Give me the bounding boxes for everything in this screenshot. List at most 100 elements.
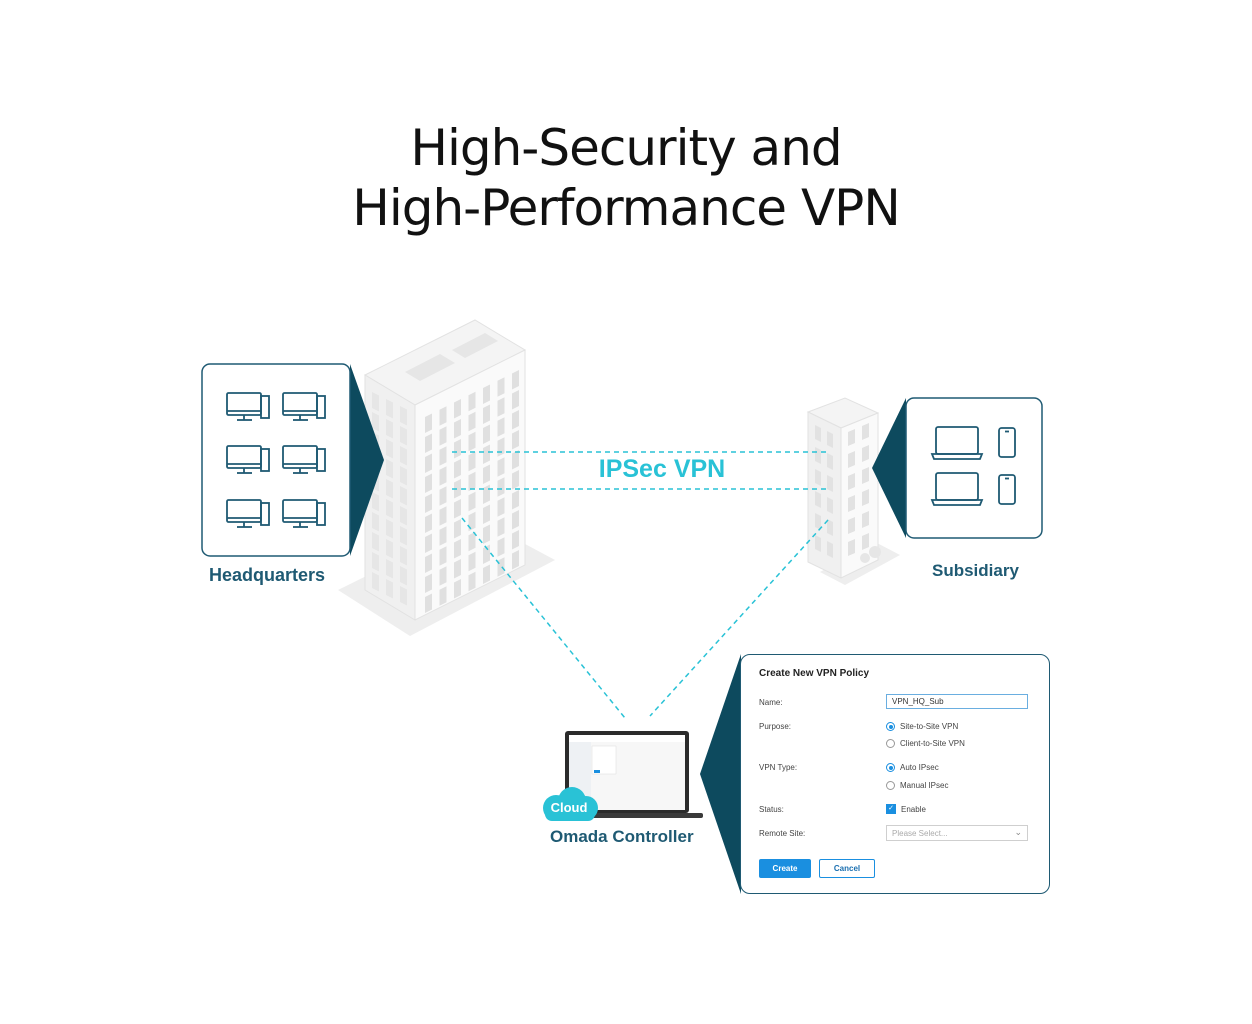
radio-selected-icon[interactable] [886,763,895,772]
building-window [815,469,821,486]
building-window [439,426,447,446]
building-window [512,370,519,390]
building-window [512,550,519,570]
building-window [827,497,833,514]
building-window [497,397,505,417]
purpose-option-client-to-site[interactable]: Client-to-Site VPN [886,739,965,748]
building-window [454,519,461,539]
building-window [400,506,407,526]
building-window [483,384,490,404]
hq-device-panel [201,363,384,557]
checkmark-icon[interactable]: ✓ [886,804,896,814]
building-window [425,453,432,473]
building-window [454,479,461,499]
title-line-2: High-Performance VPN [352,179,900,237]
building-window [439,446,447,466]
building-window [497,477,505,497]
create-button[interactable]: Create [759,859,811,878]
remote-site-label: Remote Site: [759,829,806,838]
form-title: Create New VPN Policy [759,668,870,679]
name-label: Name: [759,698,783,707]
building-window [454,539,461,559]
building-window [372,392,379,412]
building-window [386,519,393,539]
building-window [468,411,476,432]
building-window [848,517,855,534]
purpose-option-site-to-site[interactable]: Site-to-Site VPN [886,722,958,731]
phone-icon [998,427,1016,458]
building-window [372,512,379,532]
building-window [512,490,519,510]
building-window [386,459,393,479]
vpn-type-option-auto[interactable]: Auto IPsec [886,763,939,772]
building-window [848,473,855,490]
building-window [497,537,505,557]
building-window [815,513,821,530]
building-window [827,453,833,470]
radio-unselected-icon[interactable] [886,739,895,748]
building-window [497,497,505,517]
building-window [425,593,432,613]
radio-selected-icon[interactable] [886,722,895,731]
building-window [454,419,461,439]
status-checkbox[interactable]: ✓ Enable [886,804,926,814]
building-window [512,410,519,430]
building-window [425,433,432,453]
building-window [400,446,407,466]
building-window [386,399,393,419]
building-window [386,439,393,459]
building-window [400,406,407,426]
name-input[interactable] [886,694,1028,709]
building-window [468,431,476,452]
building-window [512,530,519,550]
building-window [454,559,461,579]
status-label: Status: [759,805,784,814]
desktop-icon [282,445,326,474]
cancel-button[interactable]: Cancel [819,859,875,878]
building-window [439,546,447,566]
building-window [815,447,821,464]
building-window [454,499,461,519]
chevron-down-icon: ⌄ [1014,827,1022,837]
building-window [848,429,855,446]
building-window [512,510,519,530]
hq-building [363,319,527,621]
vpn-links [452,451,830,719]
building-window [512,390,519,410]
building-window [454,459,461,479]
building-window [454,579,461,599]
building-window [400,566,407,586]
remote-site-placeholder: Please Select... [892,829,948,838]
radio-unselected-icon[interactable] [886,781,895,790]
building-window [372,572,379,592]
building-window [439,526,447,546]
building-window [425,513,432,533]
page-title: High-Security and High-Performance VPN [0,118,1252,238]
laptop-icon [930,472,984,506]
building-window [439,566,447,586]
building-window [425,533,432,553]
building-window [827,541,833,558]
building-window [497,557,505,577]
building-window [372,412,379,432]
phone-icon [998,474,1016,505]
building-window [848,451,855,468]
remote-site-select[interactable]: Please Select... ⌄ [886,825,1028,841]
building-window [483,504,490,524]
building-window [439,406,447,426]
building-window [512,450,519,470]
building-window [862,511,869,528]
vpn-type-label: VPN Type: [759,763,798,772]
title-line-1: High-Security and [410,119,842,177]
building-window [862,445,869,462]
building-window [468,531,476,552]
building-window [439,586,447,606]
building-window [372,492,379,512]
building-window [468,391,476,412]
building-window [848,539,855,556]
building-window [483,404,490,424]
building-window [425,473,432,493]
vpn-type-option-manual[interactable]: Manual IPsec [886,781,948,790]
building-window [425,413,432,433]
